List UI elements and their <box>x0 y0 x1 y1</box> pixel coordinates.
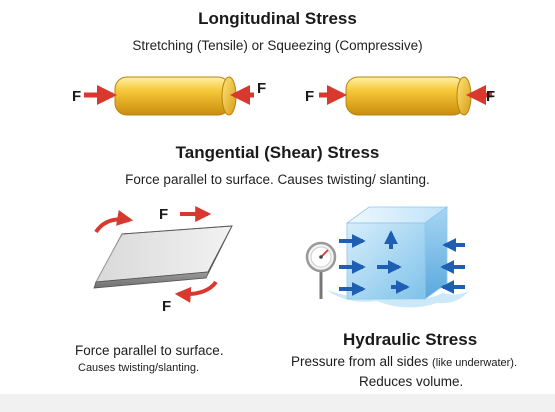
bottom-band <box>0 394 555 412</box>
pressure-gauge-icon <box>305 241 337 299</box>
hydraulic-line1-note: (like underwater). <box>432 357 518 369</box>
compressive-cylinder <box>345 76 472 116</box>
shear-arrow-bottom-curved <box>174 280 218 303</box>
shear-caption-line1: Force parallel to surface. <box>75 343 224 358</box>
longitudinal-subtitle: Stretching (Tensile) or Squeezing (Compr… <box>132 38 423 53</box>
shear-arrow-top-curved <box>94 210 134 234</box>
longitudinal-illustration: F F F F <box>72 76 495 116</box>
force-label: F <box>305 88 314 105</box>
hydraulic-line1: Pressure from all sides (like underwater… <box>291 354 517 369</box>
hydraulic-line1-main: Pressure from all sides <box>291 354 433 369</box>
hydraulic-title: Hydraulic Stress <box>343 330 478 349</box>
tensile-cylinder <box>114 76 237 116</box>
sheared-block <box>93 225 233 289</box>
hydraulic-line2: Reduces volume. <box>359 374 464 389</box>
force-label: F <box>257 80 266 97</box>
shear-caption-line2: Causes twisting/slanting. <box>78 362 200 374</box>
tangential-title: Tangential (Shear) Stress <box>175 143 380 162</box>
hydraulic-illustration <box>305 206 469 308</box>
shear-illustration: F F <box>93 206 233 315</box>
force-label: F <box>159 206 168 223</box>
force-label: F <box>162 298 171 315</box>
force-label: F <box>486 88 495 105</box>
tangential-subtitle: Force parallel to surface. Causes twisti… <box>125 172 430 187</box>
pressure-arrows <box>339 230 465 296</box>
force-label: F <box>72 88 81 105</box>
longitudinal-title: Longitudinal Stress <box>198 9 357 28</box>
